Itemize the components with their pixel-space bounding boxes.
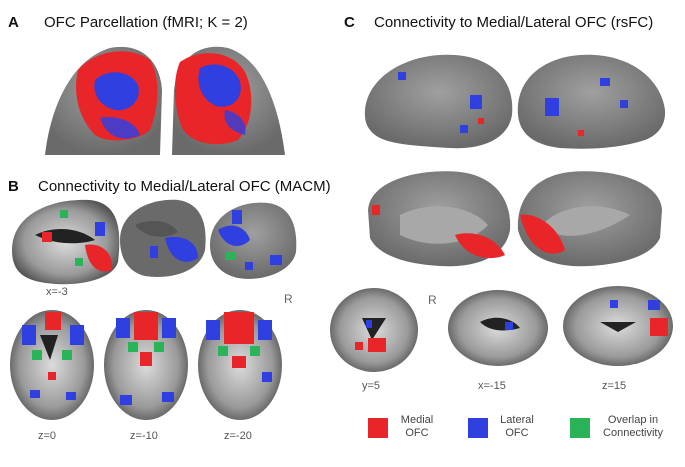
slice-label-z-20: z=-20 xyxy=(224,430,252,442)
macm-lateral-left xyxy=(120,199,206,277)
legend-swatch-overlap xyxy=(570,418,590,438)
rsfc-lateral-left xyxy=(364,54,513,149)
macm-axial-z-20 xyxy=(198,310,282,420)
legend-medial-line2: OFC xyxy=(405,427,429,439)
panel-c-title: Connectivity to Medial/Lateral OFC (rsFC… xyxy=(374,14,654,31)
rsfc-lateral-right xyxy=(517,54,666,149)
panel-a-letter: A xyxy=(8,14,19,31)
ofc-right-hemisphere xyxy=(172,46,285,155)
slice-label-z15: z=15 xyxy=(602,380,627,392)
panel-a-title: OFC Parcellation (fMRI; K = 2) xyxy=(44,14,248,31)
ofc-left-hemisphere xyxy=(45,46,162,156)
orientation-label-c: R xyxy=(428,293,437,307)
macm-lateral-right xyxy=(210,202,297,279)
legend-label-overlap: Overlap in Connectivity xyxy=(594,414,672,440)
macm-sagittal-medial xyxy=(12,199,120,285)
legend-swatch-medial xyxy=(368,418,388,438)
panel-b-letter: B xyxy=(8,178,19,195)
rsfc-sagittal-x-15 xyxy=(448,290,548,366)
rsfc-medial-left xyxy=(368,171,511,267)
slice-label-x-3: x=-3 xyxy=(46,286,68,298)
legend-lateral-line1: Lateral xyxy=(500,414,534,426)
slice-label-z-10: z=-10 xyxy=(130,430,158,442)
slice-label-x-15: x=-15 xyxy=(478,380,506,392)
legend-lateral-line2: OFC xyxy=(505,427,529,439)
rsfc-medial-right xyxy=(517,171,662,267)
legend-label-medial: Medial OFC xyxy=(392,414,442,440)
legend-swatch-lateral xyxy=(468,418,488,438)
slice-label-z0: z=0 xyxy=(38,430,57,442)
panel-b-title: Connectivity to Medial/Lateral OFC (MACM… xyxy=(38,178,331,195)
legend-medial-line1: Medial xyxy=(400,414,434,426)
orientation-label-b: R xyxy=(284,292,293,306)
panel-c-letter: C xyxy=(344,14,355,31)
slice-label-y5: y=5 xyxy=(362,380,381,392)
legend-label-lateral: Lateral OFC xyxy=(492,414,542,440)
legend-overlap-line1: Overlap in xyxy=(607,414,659,426)
rsfc-axial-z15 xyxy=(563,286,673,366)
macm-axial-z0 xyxy=(10,310,94,420)
macm-axial-z-10 xyxy=(104,310,188,420)
legend-overlap-line2: Connectivity xyxy=(603,427,663,439)
rsfc-coronal-y5 xyxy=(330,288,418,372)
